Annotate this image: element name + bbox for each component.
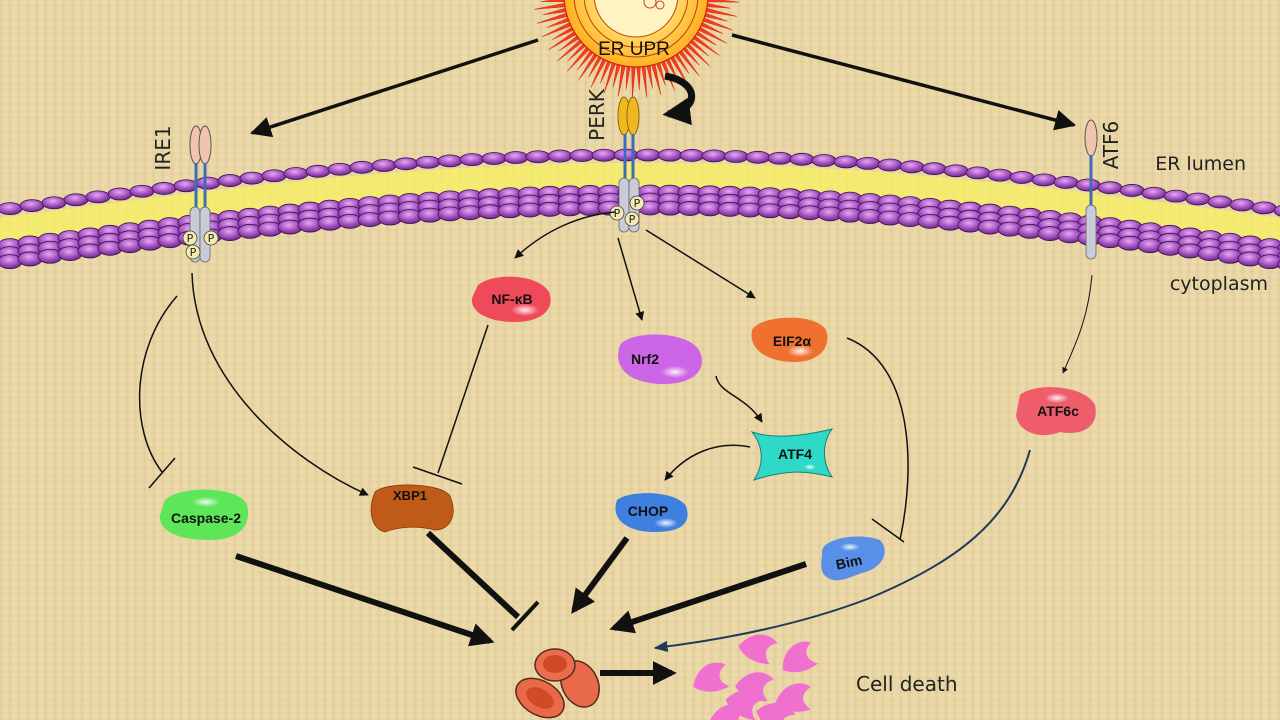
cell-fragment [693, 662, 730, 692]
svg-text:Caspase-2: Caspase-2 [171, 510, 241, 526]
svg-text:P: P [190, 246, 197, 259]
svg-text:P: P [614, 207, 621, 220]
arrow-perk-to-eif2a [645, 229, 756, 299]
svg-text:Nrf2: Nrf2 [631, 351, 659, 367]
phospho-site: P [185, 244, 201, 260]
svg-text:P: P [634, 197, 641, 210]
arrow-chop-to-cell-death [571, 536, 630, 614]
node-caspase2: Caspase-2 [159, 489, 249, 540]
cell-fragment [710, 704, 748, 720]
svg-text:P: P [208, 232, 215, 245]
er-lumen-label: ER lumen [1155, 153, 1246, 175]
svg-text:EIF2α: EIF2α [773, 333, 812, 349]
cell-fragments-icon [693, 634, 819, 720]
arrow-atf6c-to-cell-death [653, 449, 1031, 653]
node-chop: CHOP [615, 493, 688, 532]
cell-fragment [725, 689, 765, 720]
phospho-site: P [629, 195, 645, 211]
inhibit-bar [871, 518, 905, 543]
arrow-atf6-to-atf6c [1062, 274, 1093, 374]
svg-text:Bim: Bim [834, 552, 863, 573]
arrow-bim-to-cell-death [609, 561, 807, 634]
node-eif2a: EIF2α [751, 317, 828, 362]
inhibit-nfkb-to-xbp1 [437, 324, 489, 474]
inhibit-ire1-to-caspase2 [138, 295, 178, 473]
inhibit-xbp1-to-cell-death [425, 530, 521, 620]
perk-label: PERK [585, 88, 609, 141]
arrow-ire1-to-xbp1 [191, 272, 369, 496]
cytoplasm-label: cytoplasm [1170, 273, 1268, 295]
node-nrf2: Nrf2 [618, 334, 702, 385]
arrow-caspase2-to-cell-death [235, 553, 495, 647]
svg-text:CHOP: CHOP [628, 503, 668, 519]
atf6-label: ATF6 [1099, 121, 1123, 170]
arrow-nrf2-to-atf4 [715, 375, 763, 423]
node-nfkb: NF-κB [471, 276, 551, 322]
perk-receptor: P P P PERK [585, 88, 645, 233]
blood-cells-icon [515, 648, 600, 719]
phospho-site: P [203, 230, 219, 246]
arrow-upr-to-ire1 [250, 38, 539, 138]
inhibit-bar [510, 600, 540, 632]
arrow-atf4-to-chop [664, 444, 751, 481]
er-upr-label: ER UPR [598, 39, 670, 60]
inhibit-eif2a-to-bim [846, 337, 909, 541]
arrow-upr-to-atf6 [731, 33, 1077, 131]
atf6-receptor: ATF6 [1084, 119, 1123, 260]
ire1-label: IRE1 [151, 125, 175, 170]
inhibit-bar [148, 457, 176, 489]
er-upr-trigger: ER UPR [533, 0, 739, 98]
sun-rays-icon [533, 0, 739, 98]
arrow-perk-to-nrf2 [617, 237, 645, 321]
svg-text:P: P [187, 232, 194, 245]
perk-activation-arrow [662, 72, 696, 126]
arrow-perk-to-nfkb [514, 211, 616, 259]
cell-fragment [782, 641, 819, 673]
node-bim: Bim [821, 536, 885, 581]
ire1-receptor: P P P IRE1 [151, 125, 219, 263]
inhibit-bar [412, 466, 463, 485]
svg-text:ATF4: ATF4 [778, 446, 812, 462]
svg-text:ATF6c: ATF6c [1037, 403, 1079, 419]
cell-fragment [738, 634, 778, 665]
node-atf6c: ATF6c [1016, 387, 1096, 436]
cell-death-label: Cell death [856, 672, 958, 696]
node-xbp1: XBP1 [370, 484, 454, 533]
svg-text:XBP1: XBP1 [393, 488, 427, 503]
svg-text:NF-κB: NF-κB [491, 291, 532, 307]
node-atf4: ATF4 [750, 428, 834, 481]
cell-fragment [756, 702, 796, 720]
phospho-site: P [624, 211, 640, 227]
svg-text:P: P [629, 213, 636, 226]
phospho-site: P [182, 230, 198, 246]
